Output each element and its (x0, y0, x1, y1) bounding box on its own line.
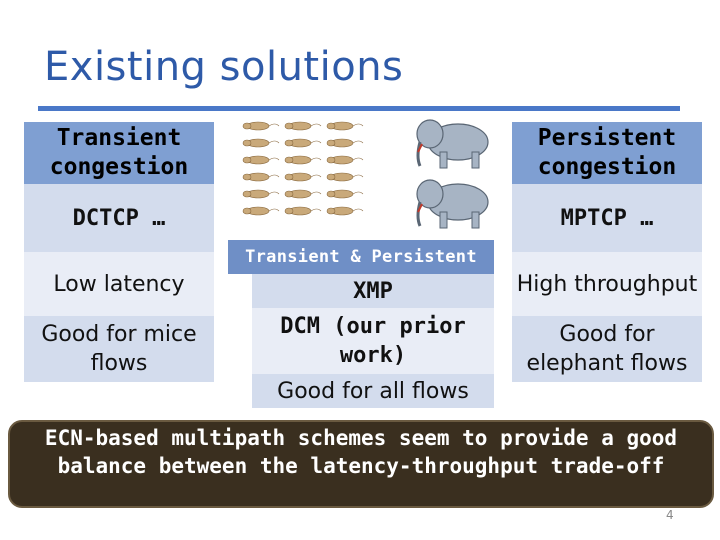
mouse-icon (243, 139, 279, 147)
mouse-icon (327, 173, 363, 181)
left-header: Transient congestion (24, 122, 214, 184)
elephant-icon (417, 180, 488, 228)
mice-illustration (236, 114, 368, 224)
mouse-icon (327, 207, 363, 215)
mouse-icon (327, 139, 363, 147)
mouse-icon (285, 122, 321, 130)
mouse-icon (285, 139, 321, 147)
elephants-illustration (398, 112, 498, 240)
mouse-icon (243, 122, 279, 130)
page-number: 4 (666, 508, 674, 522)
mouse-icon (327, 190, 363, 198)
right-property: High throughput (512, 252, 702, 316)
title-underline (38, 106, 680, 111)
mouse-icon (285, 156, 321, 164)
middle-suitability: Good for all flows (252, 374, 494, 408)
middle-scheme-dcm: DCM (our prior work) (252, 308, 494, 374)
middle-header: Transient & Persistent (228, 240, 494, 274)
left-suitability: Good for mice flows (24, 316, 214, 382)
right-suitability: Good for elephant flows (512, 316, 702, 382)
mouse-icon (285, 207, 321, 215)
mouse-icon (243, 173, 279, 181)
slide-title: Existing solutions (44, 44, 403, 90)
right-scheme: MPTCP … (512, 184, 702, 252)
elephant-icon (417, 120, 488, 168)
mouse-icon (243, 207, 279, 215)
mouse-icon (327, 122, 363, 130)
mouse-icon (327, 156, 363, 164)
callout-text: ECN-based multipath schemes seem to prov… (14, 424, 708, 480)
left-property: Low latency (24, 252, 214, 316)
mouse-icon (285, 173, 321, 181)
right-header: Persistent congestion (512, 122, 702, 184)
middle-scheme-xmp: XMP (252, 274, 494, 308)
left-scheme: DCTCP … (24, 184, 214, 252)
mouse-icon (243, 190, 279, 198)
mouse-icon (285, 190, 321, 198)
mouse-icon (243, 156, 279, 164)
